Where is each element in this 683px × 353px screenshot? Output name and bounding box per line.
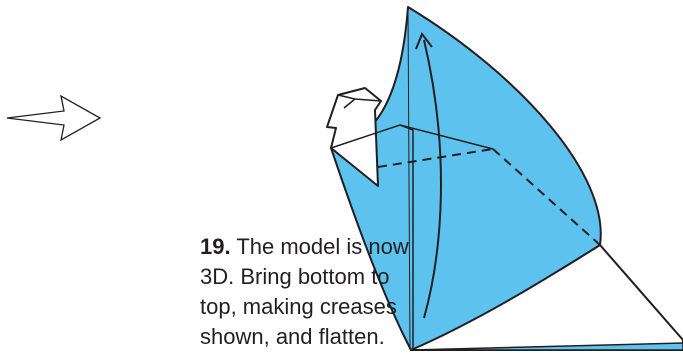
blue-bottom-strip xyxy=(410,342,683,351)
caption-line-4: shown, and flatten. xyxy=(200,324,385,349)
vertical-crease xyxy=(407,6,411,351)
caption-text-1: The model is now xyxy=(236,234,409,259)
curved-arrow-up-head xyxy=(415,31,433,50)
curved-arrow-up-icon xyxy=(423,39,442,319)
inner-layer-edge xyxy=(330,124,414,350)
step-number: 19. xyxy=(200,234,231,259)
head-beak-line xyxy=(337,94,382,109)
caption-line-2: 3D. Bring bottom to xyxy=(200,264,390,289)
outline-arrow-right-icon xyxy=(6,94,102,142)
dashed-crease-upper xyxy=(377,148,494,168)
step-caption: 19. The model is now 3D. Bring bottom to… xyxy=(200,232,409,352)
caption-line-1: 19. The model is now xyxy=(200,232,409,262)
dashed-crease-diagonal xyxy=(492,148,601,246)
solid-crease-mid xyxy=(399,124,494,150)
white-head-flap xyxy=(326,87,382,187)
caption-line-3: top, making creases xyxy=(200,294,397,319)
